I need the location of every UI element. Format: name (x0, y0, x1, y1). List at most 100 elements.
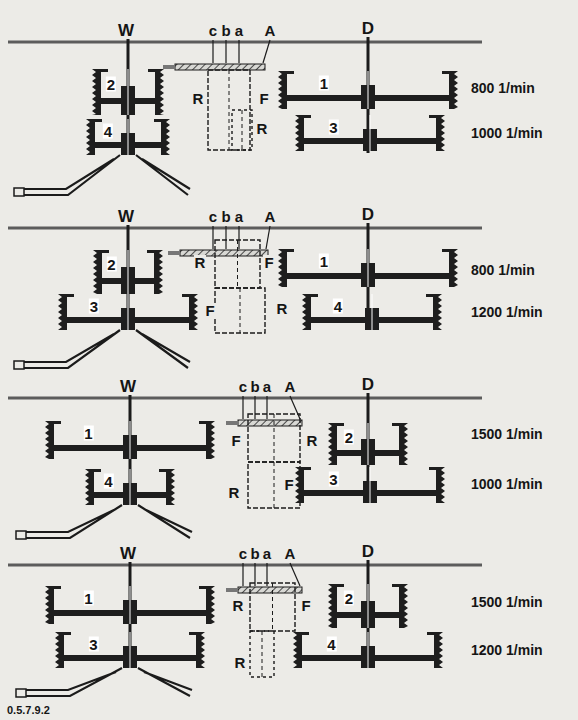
position-label: c (238, 379, 248, 394)
clutch-axis (240, 288, 241, 333)
clutch-axis (274, 462, 275, 508)
clutch-axis (237, 240, 238, 288)
pulley-number: 2 (106, 257, 116, 272)
clutch-axis (274, 414, 275, 462)
direction-label: R (276, 301, 289, 316)
pulley-number: 3 (328, 471, 338, 486)
pulley-number: 4 (333, 298, 343, 313)
pulley: 3 (295, 467, 445, 503)
clutch-outline (232, 110, 252, 150)
direction-label: R (194, 255, 207, 270)
clutch-outline (250, 583, 295, 631)
speed-label: 1500 1/min (470, 595, 544, 609)
pulley-section (328, 584, 408, 628)
pulley-section (45, 421, 215, 459)
frame-line (8, 397, 482, 400)
speed-label: 1200 1/min (470, 643, 544, 657)
figure-number: 0.5.7.9.2 (6, 705, 51, 716)
pulley-number: 3 (328, 119, 338, 134)
leader-line (238, 40, 239, 63)
leader-line (212, 40, 213, 63)
pulley: 4 (302, 294, 442, 330)
pulley-section (302, 294, 442, 330)
position-label: A (284, 546, 297, 561)
speed-label: 800 1/min (470, 81, 536, 95)
leader-line (266, 226, 270, 249)
pulley-number: 3 (89, 298, 99, 313)
leader-line (266, 396, 267, 419)
shaft-label: D (361, 376, 375, 393)
clutch-axis (262, 631, 263, 677)
speed-label: 1000 1/min (470, 126, 544, 140)
pulley-section (328, 423, 408, 465)
pulley: 2 (328, 423, 408, 465)
clutch-outline (215, 288, 265, 333)
drum-flange (14, 188, 24, 196)
position-label: c (208, 23, 218, 38)
position-label: b (249, 379, 260, 394)
pulley: 1 (45, 421, 215, 459)
position-label: A (264, 23, 277, 38)
drum-spider (16, 155, 190, 195)
drum-flange (14, 361, 24, 369)
leader-line (225, 40, 226, 63)
direction-label: F (258, 91, 269, 106)
selector-rod (175, 64, 265, 70)
pulley: 1 (278, 249, 458, 287)
pulley: 3 (58, 294, 198, 330)
drum-flange (16, 689, 26, 697)
pulley-number: 4 (326, 636, 336, 651)
pulley-section (278, 71, 458, 109)
clutch-axis (272, 583, 273, 631)
direction-label: F (263, 255, 274, 270)
rod-end (226, 588, 238, 592)
leader-line (242, 563, 243, 586)
shaft-label: W (117, 22, 135, 39)
speed-label: 1500 1/min (470, 427, 544, 441)
shaft-label: W (119, 545, 137, 562)
pulley-section (295, 467, 445, 503)
direction-label: R (192, 91, 205, 106)
leader-line (225, 226, 226, 249)
pulley-section (293, 632, 443, 668)
direction-label: F (230, 433, 241, 448)
shaft-label: W (119, 378, 137, 395)
frame-line (8, 227, 482, 230)
position-label: A (264, 209, 277, 224)
direction-label: R (232, 598, 245, 613)
pulley-section (93, 250, 163, 294)
clutch-outline (215, 240, 260, 288)
pulley-section (295, 115, 445, 151)
leader-line (263, 40, 270, 63)
pulley-number: 4 (103, 123, 113, 138)
direction-label: R (256, 121, 269, 136)
position-label: a (262, 379, 272, 394)
rod-end (163, 65, 175, 69)
pulley: 2 (92, 69, 164, 115)
pulley-number: 1 (83, 426, 93, 441)
clutch-outline (248, 462, 300, 508)
pulley: 3 (295, 115, 445, 151)
position-label: a (262, 546, 272, 561)
direction-label: F (300, 598, 311, 613)
speed-label: 1000 1/min (470, 477, 544, 491)
direction-label: R (228, 485, 241, 500)
pulley: 4 (293, 632, 443, 668)
clutch-outline (208, 70, 250, 150)
pulley-number: 4 (103, 473, 113, 488)
pulley: 2 (328, 584, 408, 628)
position-label: c (208, 209, 218, 224)
pulley-number: 2 (344, 591, 354, 606)
pulley-section (86, 119, 170, 155)
leader-line (238, 226, 239, 249)
frame-line (8, 41, 482, 44)
pulley-section (85, 469, 175, 505)
pulley: 2 (93, 250, 163, 294)
shaft-label: D (361, 206, 375, 223)
direction-label: R (306, 433, 319, 448)
leader-line (290, 396, 300, 419)
drum-spider (16, 330, 190, 368)
pulley-number: 3 (88, 636, 98, 651)
clutch-axis (229, 70, 230, 150)
pulley-number: 2 (106, 76, 116, 91)
